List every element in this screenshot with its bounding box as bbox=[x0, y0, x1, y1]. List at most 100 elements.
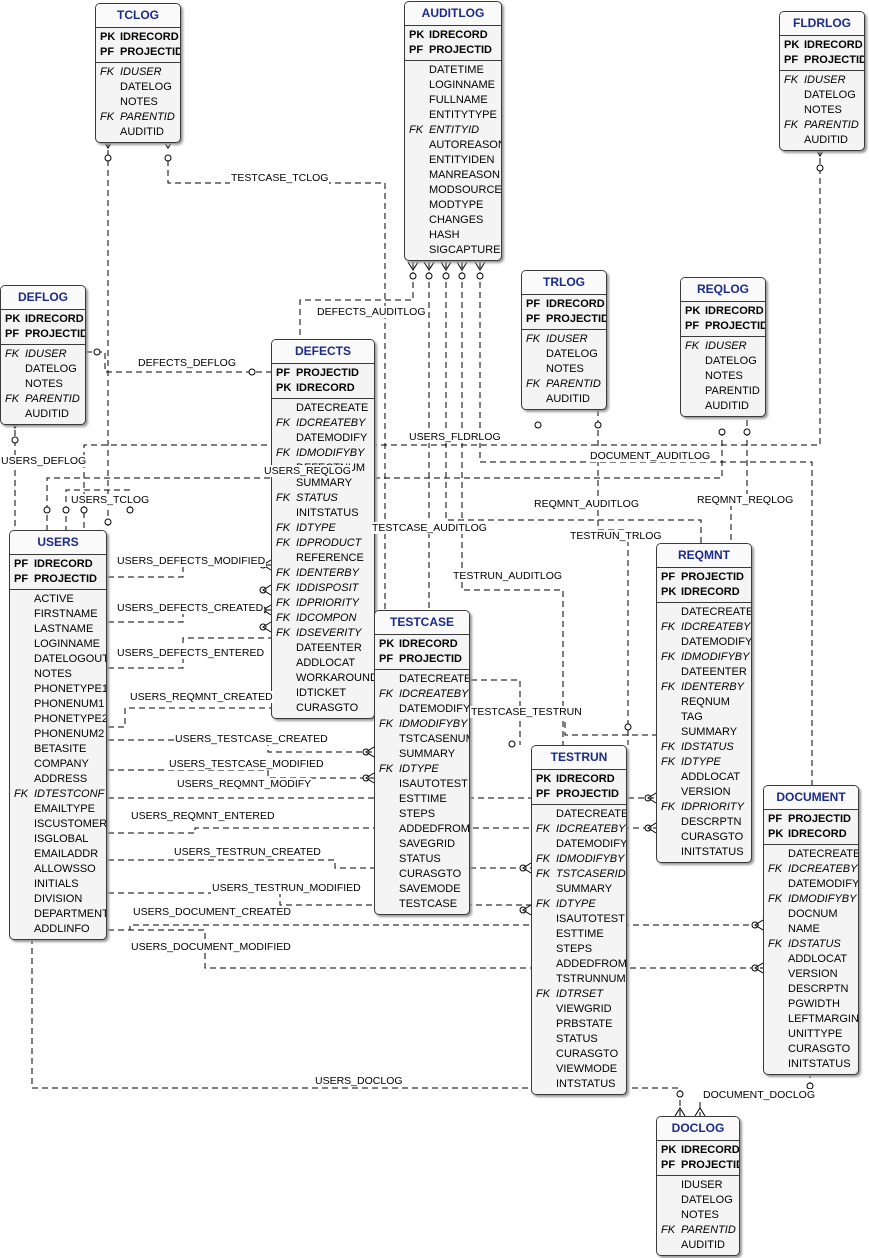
attribute-row: AUDITID bbox=[96, 125, 180, 140]
attribute-row: IDTICKET bbox=[272, 686, 374, 701]
attribute-row: FK IDUSER bbox=[681, 339, 765, 354]
attribute-row: DESCRPTN bbox=[657, 815, 751, 830]
key-type: FK bbox=[5, 348, 20, 360]
attribute-name: PROJECTID bbox=[429, 44, 492, 56]
attribute-name: IDUSER bbox=[546, 333, 588, 345]
attribute-name: ISCUSTOMER bbox=[34, 818, 107, 830]
attribute-name: ISGLOBAL bbox=[34, 833, 89, 845]
key-type: PF bbox=[14, 573, 29, 585]
attribute-row: DATEMODIFY bbox=[532, 837, 626, 852]
attribute-name: PARENTID bbox=[120, 111, 175, 123]
attribute-name: PARENTID bbox=[546, 378, 601, 390]
attribute-row: NOTES bbox=[681, 369, 765, 384]
relationship-label: USERS_DEFECTS_CREATED bbox=[116, 602, 265, 614]
attribute-row: LOGINNAME bbox=[10, 637, 106, 652]
attribute-row: VERSION bbox=[657, 785, 751, 800]
attribute-name: IDTYPE bbox=[556, 898, 596, 910]
attribute-name: IDUSER bbox=[705, 340, 747, 352]
attribute-row: LEFTMARGIN bbox=[764, 1012, 858, 1027]
crows-foot-marker bbox=[754, 962, 764, 974]
attribute-name: IDTYPE bbox=[681, 756, 721, 768]
key-type: PK bbox=[5, 313, 21, 325]
relationship-label: USERS_REQLOG bbox=[263, 465, 352, 477]
relationship-line bbox=[86, 351, 271, 373]
attribute-name: PROJECTID bbox=[681, 571, 744, 583]
attribute-row: ENTITYIDEN bbox=[405, 153, 501, 168]
attribute-row: DOCNUM bbox=[764, 907, 858, 922]
key-type: FK bbox=[536, 898, 551, 910]
attribute-name: PHONETYPE1 bbox=[34, 683, 107, 695]
crows-foot-marker bbox=[365, 746, 375, 758]
key-type: PK bbox=[784, 39, 800, 51]
optional-marker bbox=[62, 506, 70, 514]
relationship-label: USERS_TESTCASE_MODIFIED bbox=[168, 758, 325, 770]
key-type: PF bbox=[5, 328, 20, 340]
key-type: FK bbox=[661, 741, 676, 753]
attribute-row: SUMMARY bbox=[532, 882, 626, 897]
relationship-line bbox=[108, 924, 763, 931]
attribute-name: IDTYPE bbox=[296, 522, 336, 534]
attribute-name: PROJECTID bbox=[296, 367, 359, 379]
key-type: FK bbox=[784, 74, 799, 86]
attribute-name: SUMMARY bbox=[556, 883, 613, 895]
attribute-name: EMAILADDR bbox=[34, 848, 99, 860]
attribute-name: CURASGTO bbox=[788, 1043, 851, 1055]
attribute-name: FIRSTNAME bbox=[34, 608, 98, 620]
attribute-row: LOGINNAME bbox=[405, 78, 501, 93]
attribute-row: PRBSTATE bbox=[532, 1017, 626, 1032]
attribute-row: ADDLINFO bbox=[10, 922, 106, 937]
attribute-name: IDUSER bbox=[804, 74, 846, 86]
attribute-row: DATELOG bbox=[96, 80, 180, 95]
key-type: FK bbox=[379, 688, 394, 700]
key-type: PF bbox=[661, 571, 676, 583]
key-type: FK bbox=[276, 612, 291, 624]
attribute-name: DATECREATE bbox=[399, 673, 470, 685]
attribute-row: INITIALS bbox=[10, 877, 106, 892]
key-type: FK bbox=[685, 340, 700, 352]
crows-foot-marker bbox=[474, 261, 486, 271]
attribute-name: DATELOGOUT bbox=[34, 653, 107, 665]
attribute-name: SUMMARY bbox=[296, 477, 353, 489]
relationship-label: USERS_TESTCASE_CREATED bbox=[174, 733, 329, 745]
attribute-name: IDMODIFYBY bbox=[399, 718, 468, 730]
key-type: PF bbox=[685, 320, 700, 332]
key-type: PF bbox=[526, 298, 541, 310]
attribute-row: STATUS bbox=[375, 852, 469, 867]
attribute-name: DATECREATE bbox=[788, 848, 859, 860]
crows-foot-marker bbox=[647, 792, 657, 804]
crows-foot-marker bbox=[440, 261, 452, 271]
attribute-row: SAVEGRID bbox=[375, 837, 469, 852]
optional-marker bbox=[508, 740, 516, 748]
key-type: FK bbox=[661, 621, 676, 633]
attribute-name: IDRECORD bbox=[681, 1144, 740, 1156]
attribute-name: ADDRESS bbox=[34, 773, 88, 785]
attribute-name: IDENTERBY bbox=[296, 567, 359, 579]
attribute-row: ISAUTOTEST bbox=[532, 912, 626, 927]
relationship-line bbox=[461, 262, 564, 745]
